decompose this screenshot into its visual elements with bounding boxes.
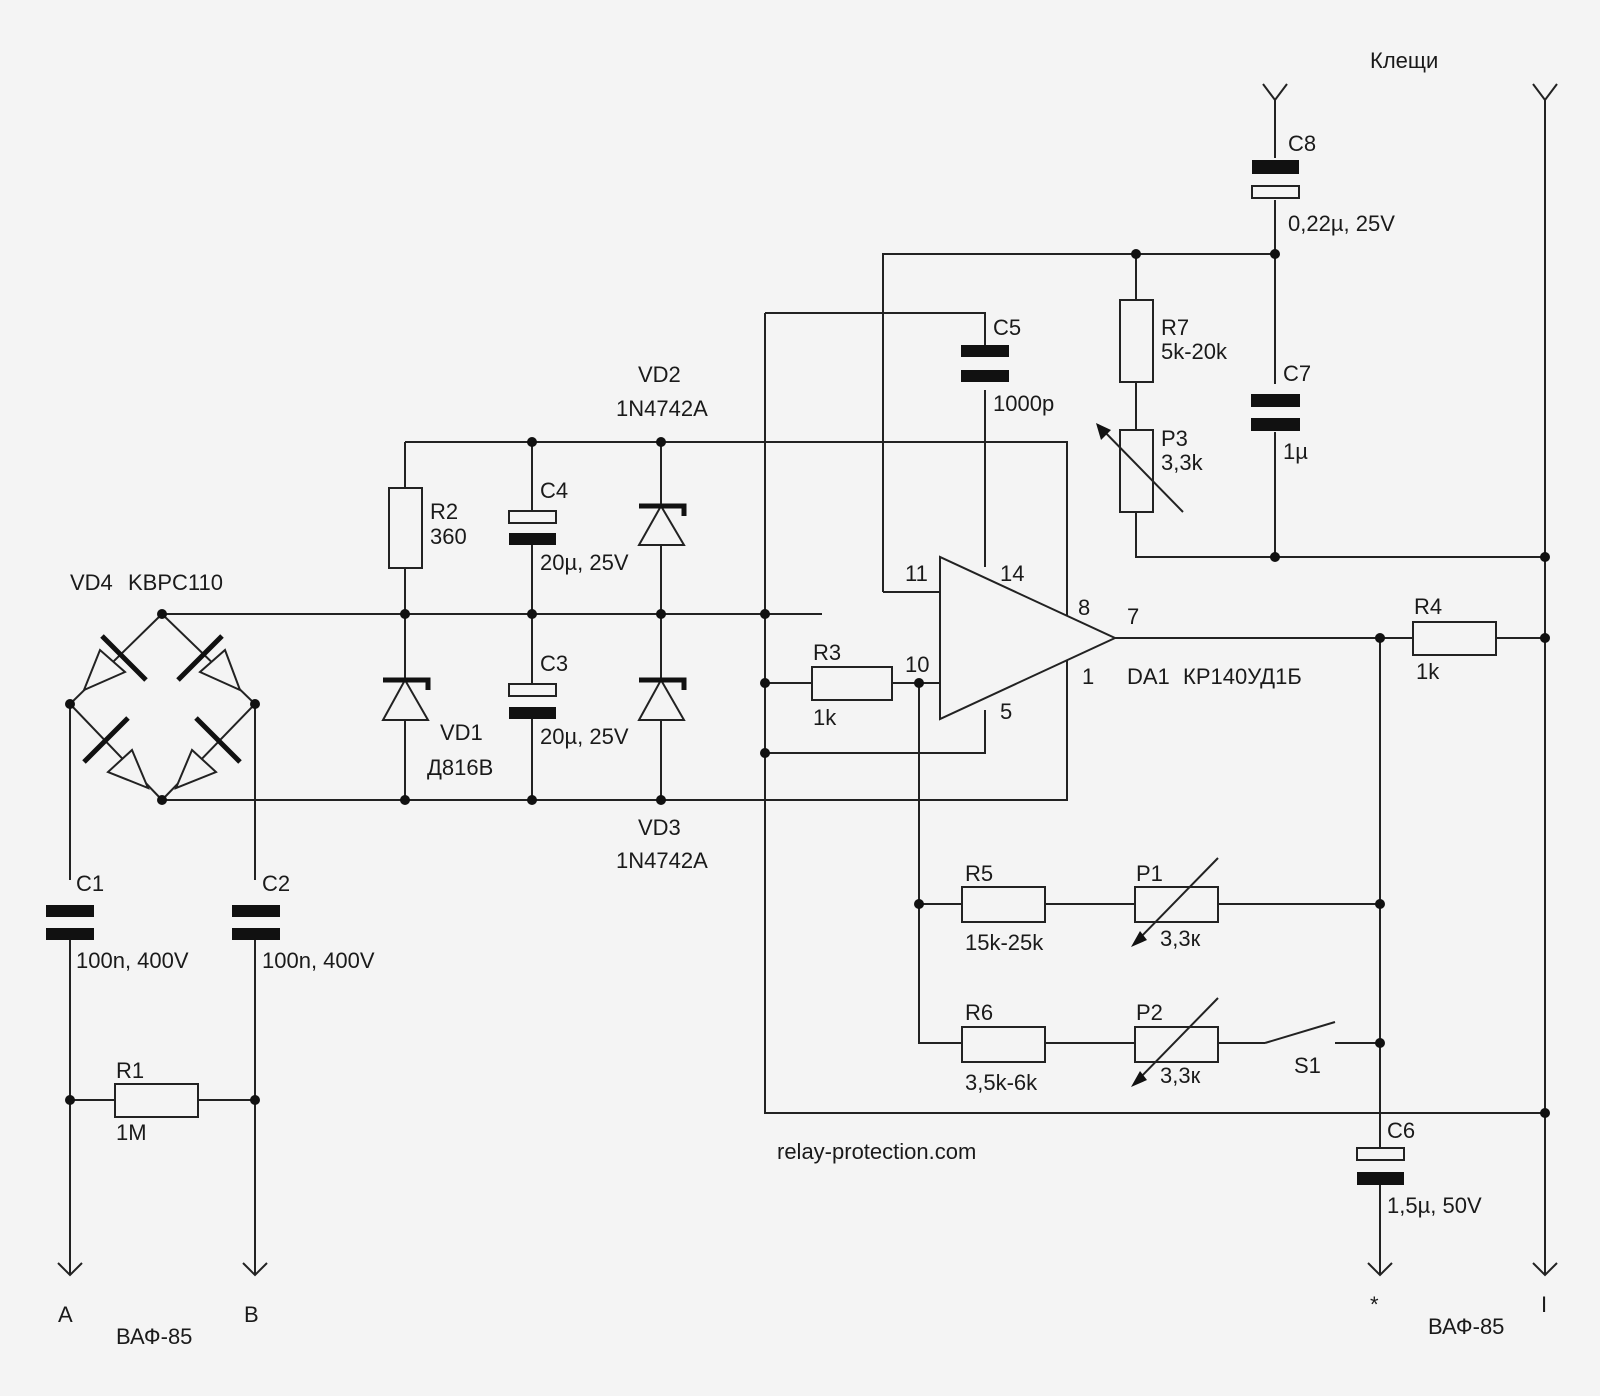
vd3-zener	[637, 677, 687, 721]
vd4-ref: VD4	[70, 570, 113, 595]
r2-value: 360	[430, 524, 467, 549]
terminal-b: B	[244, 1302, 259, 1327]
r6-ref: R6	[965, 1000, 993, 1025]
terminal-i: I	[1541, 1292, 1547, 1317]
c6-capacitor	[1356, 1147, 1405, 1185]
c8-ref: C8	[1288, 131, 1316, 156]
c7-capacitor	[1251, 394, 1300, 431]
vd2-value: 1N4742A	[616, 396, 708, 421]
s1-ref: S1	[1294, 1053, 1321, 1078]
pin-1: 1	[1082, 664, 1094, 689]
vd2-zener	[637, 503, 687, 546]
r6-value: 3,5k-6k	[965, 1070, 1038, 1095]
s1-switch	[1264, 1021, 1336, 1044]
r4-ref: R4	[1414, 594, 1442, 619]
r5-ref: R5	[965, 861, 993, 886]
pin-10: 10	[905, 652, 929, 677]
r6-resistor	[961, 1026, 1046, 1063]
watermark: relay-protection.com	[777, 1139, 976, 1164]
pin-8: 8	[1078, 595, 1090, 620]
vd3-ref: VD3	[638, 815, 681, 840]
r7-resistor	[1119, 299, 1154, 383]
c4-value: 20µ, 25V	[540, 550, 629, 575]
c3-value: 20µ, 25V	[540, 724, 629, 749]
vd2-ref: VD2	[638, 362, 681, 387]
pin-5: 5	[1000, 699, 1012, 724]
p2-potentiometer	[1131, 997, 1219, 1087]
r1-resistor	[114, 1083, 199, 1118]
p1-value: 3,3к	[1160, 926, 1201, 951]
r7-value: 5k-20k	[1161, 339, 1228, 364]
vd4-value: KBPC110	[128, 570, 223, 595]
p3-value: 3,3k	[1161, 450, 1204, 475]
c5-ref: C5	[993, 315, 1021, 340]
vd3-value: 1N4742A	[616, 848, 708, 873]
c3-capacitor	[508, 683, 557, 719]
c1-ref: C1	[76, 871, 104, 896]
p2-ref: P2	[1136, 1000, 1163, 1025]
r7-ref: R7	[1161, 315, 1189, 340]
c2-capacitor	[232, 905, 280, 940]
c3-ref: C3	[540, 651, 568, 676]
c5-capacitor	[961, 345, 1009, 382]
r1-value: 1M	[116, 1120, 147, 1145]
c2-value: 100n, 400V	[262, 948, 375, 973]
c6-value: 1,5µ, 50V	[1387, 1193, 1482, 1218]
terminal-star: *	[1370, 1292, 1379, 1317]
p1-potentiometer	[1131, 857, 1219, 947]
device-label-left: ВАФ-85	[116, 1324, 192, 1349]
p2-value: 3,3к	[1160, 1063, 1201, 1088]
c1-capacitor	[46, 905, 94, 940]
r5-resistor	[961, 886, 1046, 923]
junction-dots	[65, 249, 1550, 1118]
r2-ref: R2	[430, 499, 458, 524]
p3-ref: P3	[1161, 426, 1188, 451]
r3-value: 1k	[813, 705, 837, 730]
r4-value: 1k	[1416, 659, 1440, 684]
pin-14: 14	[1000, 561, 1024, 586]
wires	[69, 100, 1546, 1275]
terminal-arrows	[57, 83, 1558, 1277]
r3-ref: R3	[813, 640, 841, 665]
c7-ref: C7	[1283, 361, 1311, 386]
top-label: Клещи	[1370, 48, 1438, 73]
r4-resistor	[1412, 621, 1497, 656]
c5-value: 1000p	[993, 391, 1054, 416]
c4-ref: C4	[540, 478, 568, 503]
vd1-ref: VD1	[440, 720, 483, 745]
c2-ref: C2	[262, 871, 290, 896]
p1-ref: P1	[1136, 861, 1163, 886]
vd4-bridge	[68, 612, 257, 802]
r3-resistor	[811, 666, 893, 701]
r5-value: 15k-25k	[965, 930, 1044, 955]
c8-capacitor	[1251, 160, 1300, 199]
c1-value: 100n, 400V	[76, 948, 189, 973]
c7-value: 1µ	[1283, 439, 1308, 464]
vd1-zener	[381, 677, 431, 721]
r2-resistor	[388, 487, 423, 569]
pin-11: 11	[905, 561, 928, 586]
c4-capacitor	[508, 510, 557, 545]
c8-value: 0,22µ, 25V	[1288, 211, 1395, 236]
da1-value: КР140УД1Б	[1183, 664, 1302, 689]
p3-potentiometer	[1096, 423, 1184, 513]
device-label-right: ВАФ-85	[1428, 1314, 1504, 1339]
vd1-value: Д816В	[427, 755, 493, 780]
da1-opamp	[939, 555, 1118, 721]
pin-7: 7	[1127, 604, 1139, 629]
da1-ref: DA1	[1127, 664, 1170, 689]
r1-ref: R1	[116, 1058, 144, 1083]
c6-ref: C6	[1387, 1118, 1415, 1143]
terminal-a: A	[58, 1302, 73, 1327]
